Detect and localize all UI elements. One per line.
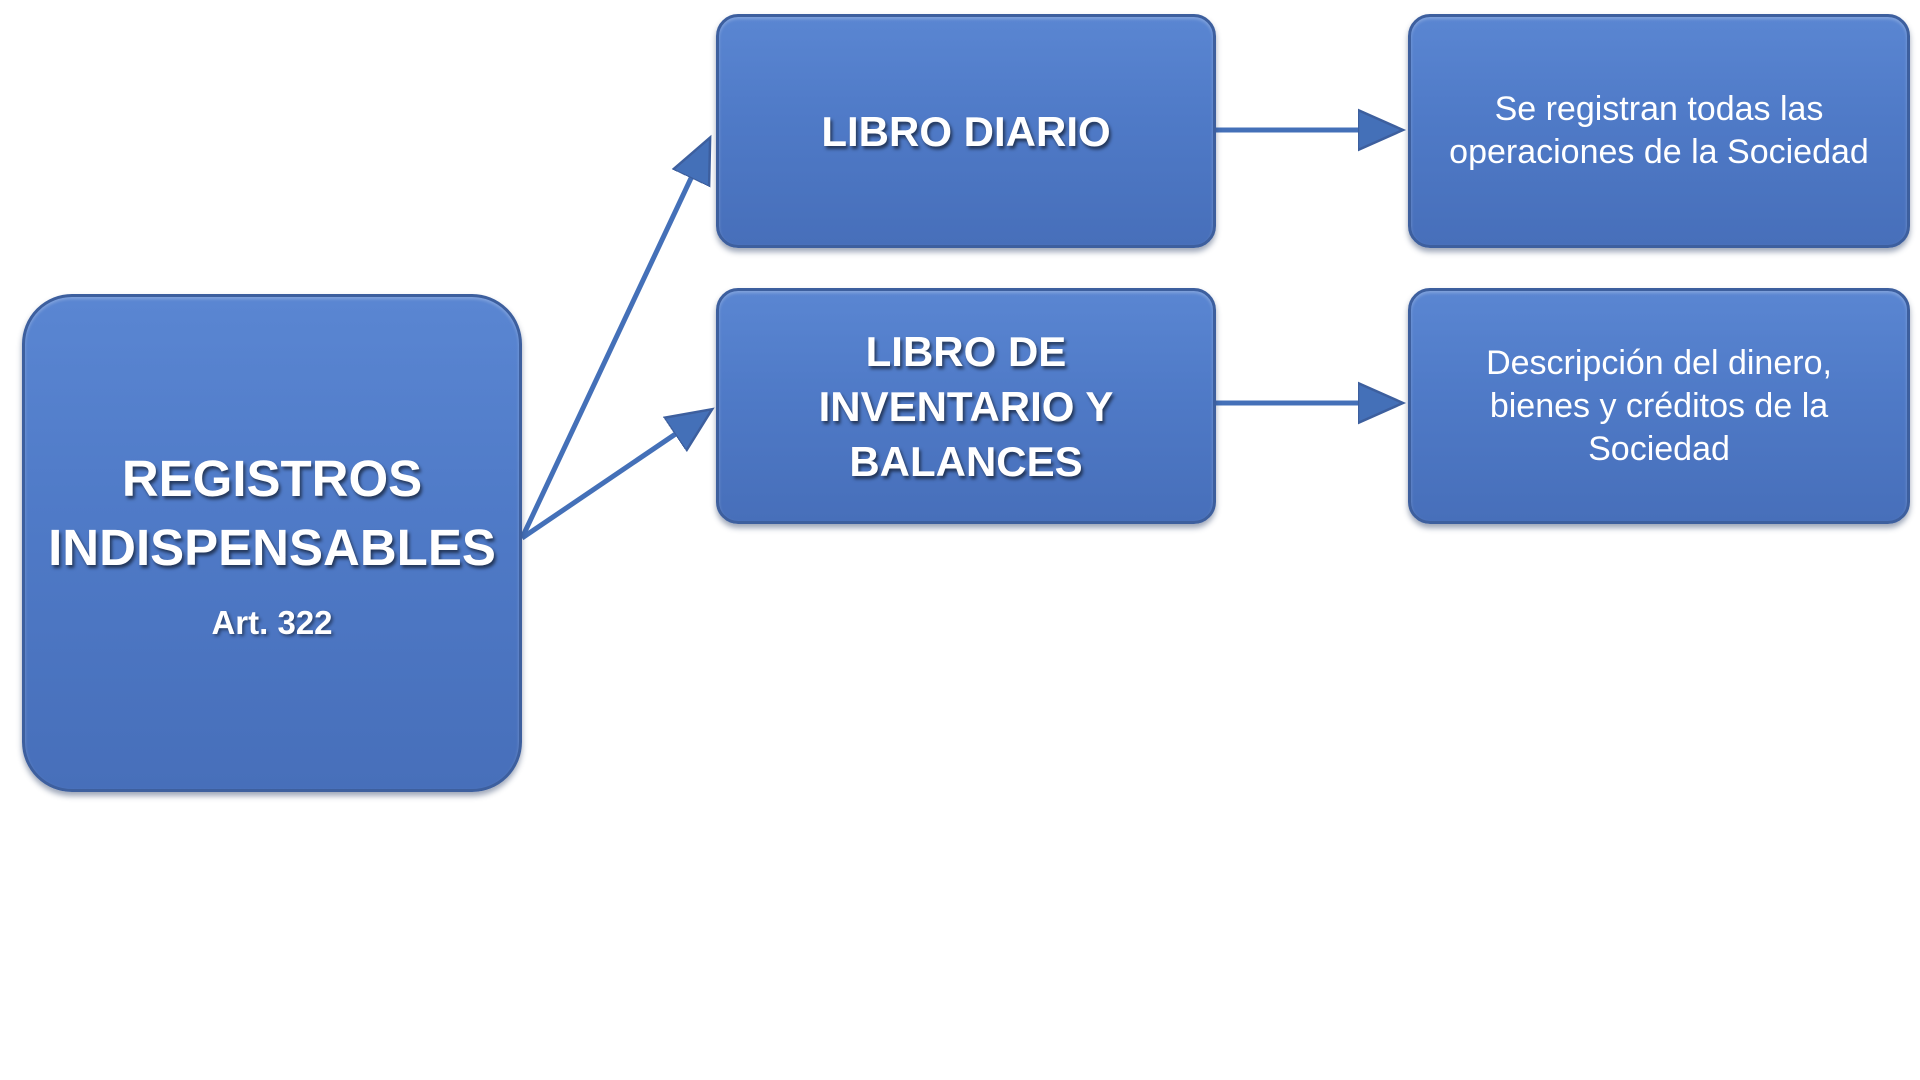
desc-libro-diario-line1: Se registran todas las — [1494, 90, 1824, 128]
node-libro-inventario: LIBRO DE INVENTARIO Y BALANCES — [716, 288, 1216, 524]
libro-inventario-title-line2: INVENTARIO Y — [818, 382, 1114, 430]
node-desc-libro-diario: Se registran todas las operaciones de la… — [1408, 14, 1910, 248]
node-libro-diario: LIBRO DIARIO — [716, 14, 1216, 248]
libro-inventario-title-line1: LIBRO DE — [865, 327, 1067, 375]
arrow-root-to-libro-inventario — [520, 412, 708, 541]
root-title-line1: REGISTROS — [121, 450, 423, 507]
arrow-root-to-libro-diario — [519, 142, 708, 540]
desc-libro-inventario-line2: bienes y créditos de la — [1489, 386, 1829, 425]
desc-libro-inventario-line1: Descripción del dinero, — [1486, 343, 1832, 382]
root-title-line2: INDISPENSABLES — [48, 519, 496, 576]
desc-libro-diario-line2: operaciones de la Sociedad — [1449, 133, 1869, 171]
libro-diario-title: LIBRO DIARIO — [821, 107, 1111, 155]
node-desc-libro-inventario: Descripción del dinero, bienes y crédito… — [1408, 288, 1910, 524]
node-registros-indispensables: REGISTROS INDISPENSABLES Art. 322 — [22, 294, 522, 792]
libro-inventario-title-line3: BALANCES — [849, 437, 1083, 485]
root-subtitle: Art. 322 — [211, 604, 333, 641]
desc-libro-inventario-line3: Sociedad — [1588, 429, 1730, 468]
